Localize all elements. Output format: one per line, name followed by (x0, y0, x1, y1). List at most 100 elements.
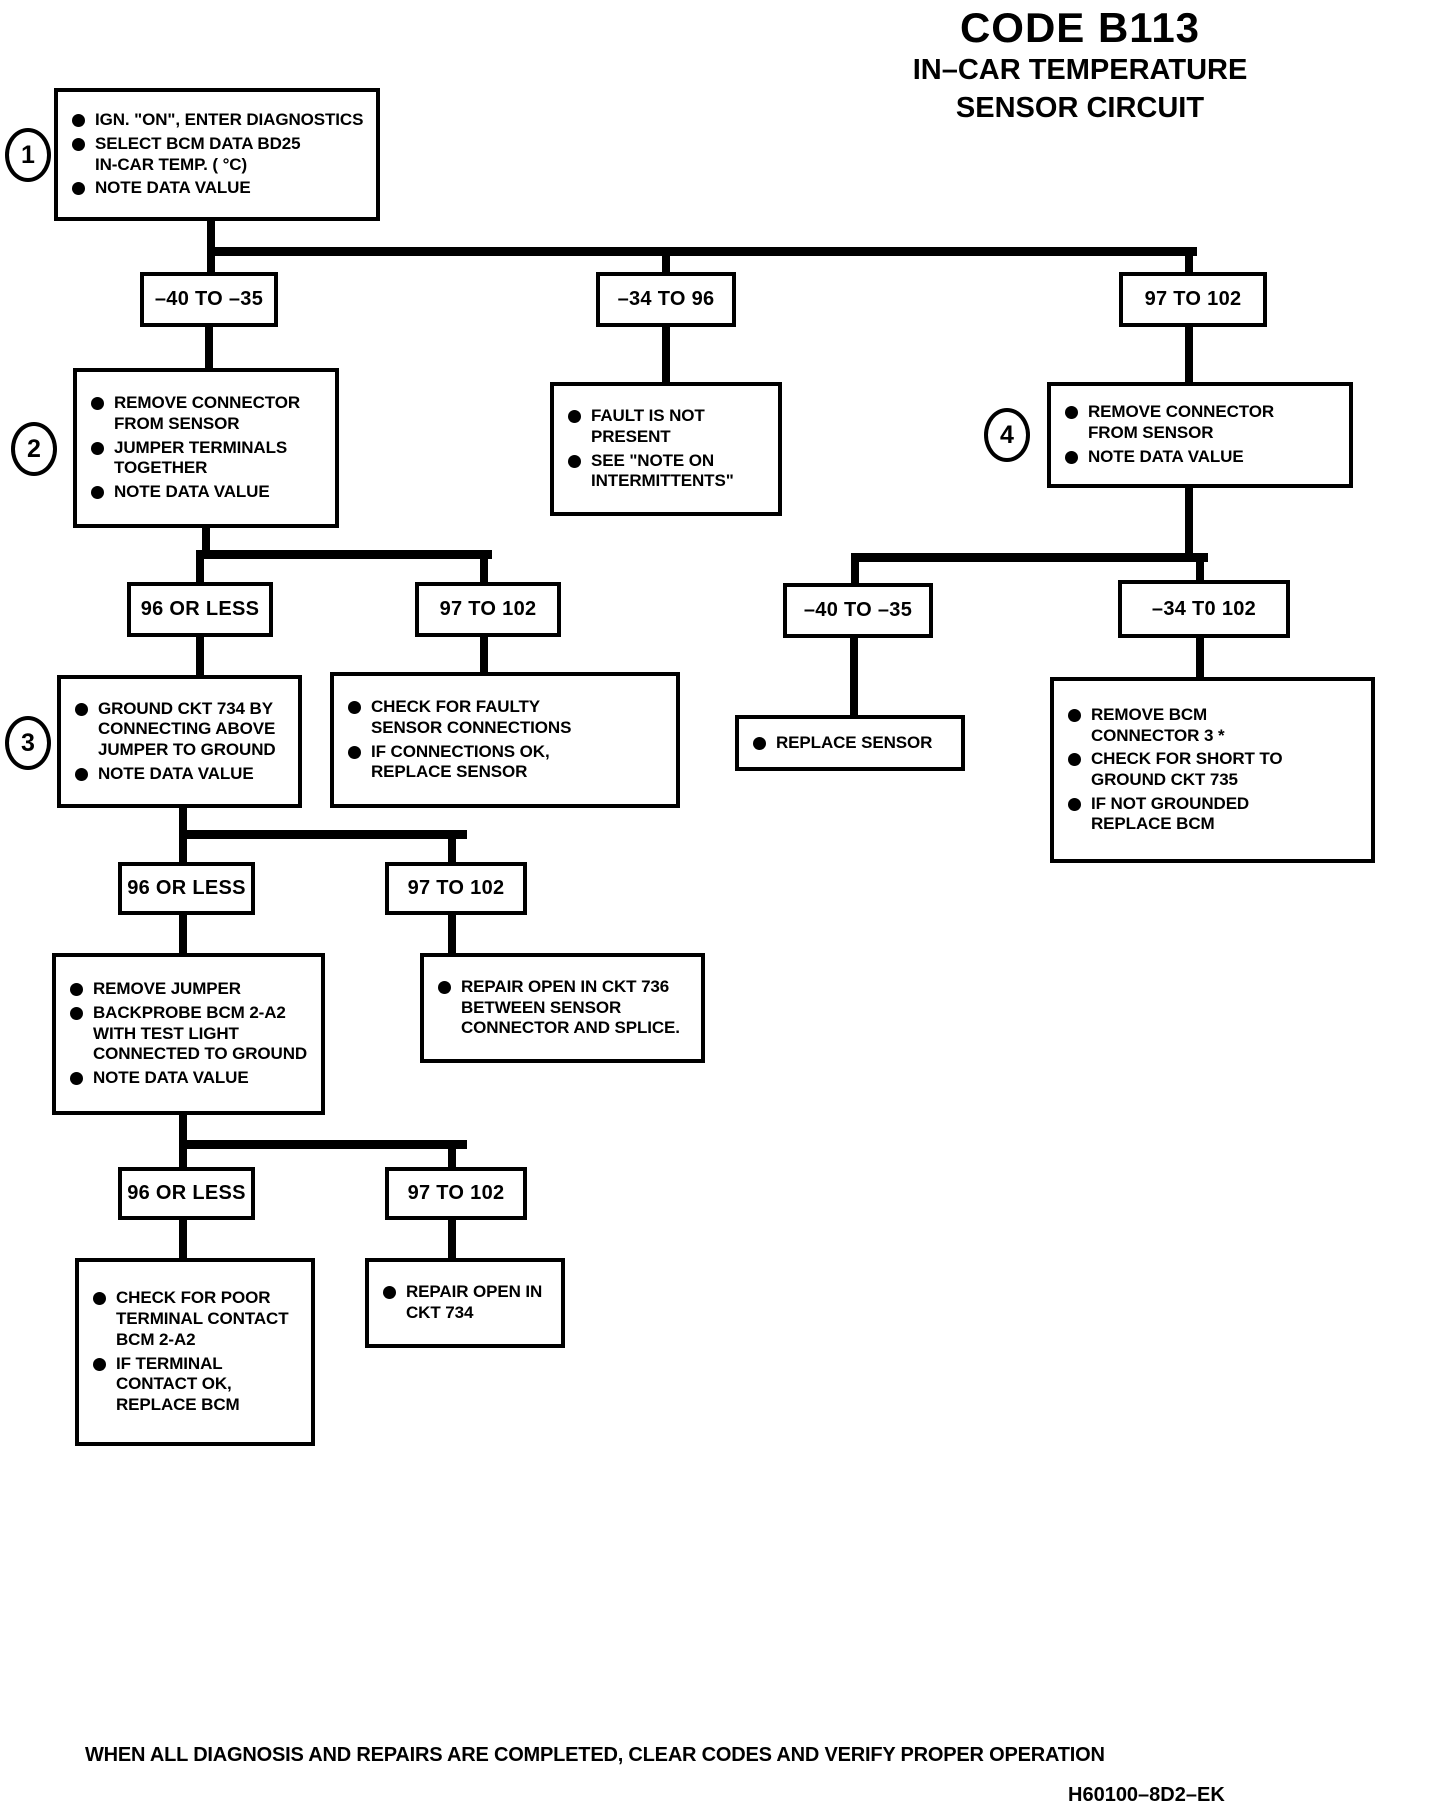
bullet-icon (72, 114, 85, 128)
box-remove-jumper-backprobe: REMOVE JUMPER BACKPROBE BCM 2-A2 WITH TE… (52, 953, 325, 1115)
bullet-icon (1065, 450, 1078, 464)
bullet-text: REPAIR OPEN IN CKT 736 BETWEEN SENSOR CO… (461, 976, 680, 1038)
box-poor-terminal-contact: CHECK FOR POOR TERMINAL CONTACT BCM 2-A2… (75, 1258, 315, 1446)
connector-line (851, 553, 1208, 562)
bullet-text: BACKPROBE BCM 2-A2 WITH TEST LIGHT CONNE… (93, 1002, 308, 1064)
connector-line (207, 221, 215, 272)
bullet-text: SELECT BCM DATA BD25 IN-CAR TEMP. ( °C) (95, 133, 301, 174)
bullet-text: REMOVE CONNECTOR FROM SENSOR (114, 393, 301, 433)
connector-line (179, 1140, 467, 1149)
bullet-icon (91, 441, 104, 455)
bullet-icon (91, 397, 104, 411)
connector-line (448, 833, 456, 862)
box-remove-bcm-connector: REMOVE BCM CONNECTOR 3 * CHECK FOR SHORT… (1050, 677, 1375, 863)
connector-line (851, 556, 859, 583)
bullet-icon (1068, 753, 1081, 767)
step-number: 3 (21, 728, 35, 757)
bullet-text: CHECK FOR SHORT TO GROUND CKT 735 (1091, 749, 1283, 789)
decision-97-to-102-t2: 97 TO 102 (415, 582, 561, 637)
connector-line (480, 637, 488, 672)
box-repair-open-ckt-736: REPAIR OPEN IN CKT 736 BETWEEN SENSOR CO… (420, 953, 705, 1063)
bullet-icon (348, 701, 361, 715)
connector-line (179, 1143, 187, 1167)
connector-line (205, 327, 213, 368)
bullet-icon (93, 1292, 106, 1306)
connector-line (196, 550, 492, 559)
bullet-text: CHECK FOR POOR TERMINAL CONTACT BCM 2-A2 (116, 1288, 289, 1349)
footer-note: WHEN ALL DIAGNOSIS AND REPAIRS ARE COMPL… (85, 1744, 1105, 1766)
step-circle-3: 3 (5, 716, 51, 770)
connector-line (179, 830, 467, 839)
connector-line (179, 1115, 187, 1149)
bullet-icon (75, 702, 88, 716)
bullet-text: IGN. "ON", ENTER DIAGNOSTICS (95, 110, 364, 130)
step-circle-2: 2 (11, 422, 57, 476)
bullet-text: SEE "NOTE ON INTERMITTENTS" (591, 450, 734, 491)
step-circle-4: 4 (984, 408, 1030, 462)
connector-line (179, 915, 187, 953)
step-circle-1: 1 (5, 128, 51, 182)
connector-line (1185, 327, 1193, 382)
bullet-text: REMOVE CONNECTOR FROM SENSOR (1088, 402, 1275, 443)
bullet-text: JUMPER TERMINALS TOGETHER (114, 437, 288, 478)
bullet-icon (70, 1072, 83, 1086)
decision-97-to-102-t3: 97 TO 102 (385, 862, 527, 915)
step-number: 2 (27, 434, 41, 463)
bullet-text: NOTE DATA VALUE (95, 178, 251, 198)
connector-line (1196, 638, 1204, 677)
bullet-icon (1068, 708, 1081, 722)
decision-neg34-t0-102: –34 T0 102 (1118, 580, 1290, 638)
connector-line (1185, 488, 1193, 562)
doc-number: H60100–8D2–EK (1068, 1784, 1225, 1806)
bullet-icon (93, 1357, 106, 1371)
bullet-text: REPLACE SENSOR (776, 732, 933, 752)
box-repair-open-ckt-734: REPAIR OPEN IN CKT 734 (365, 1258, 565, 1348)
connector-line (448, 1220, 456, 1258)
bullet-icon (568, 410, 581, 424)
bullet-text: REMOVE JUMPER (93, 979, 241, 999)
bullet-icon (568, 454, 581, 468)
bullet-text: GROUND CKT 734 BY CONNECTING ABOVE JUMPE… (98, 698, 276, 759)
bullet-text: NOTE DATA VALUE (93, 1068, 249, 1088)
connector-line (196, 553, 204, 582)
connector-line (1196, 556, 1204, 583)
bullet-text: NOTE DATA VALUE (98, 763, 254, 783)
box-fault-not-present: FAULT IS NOT PRESENT SEE "NOTE ON INTERM… (550, 382, 782, 516)
connector-line (850, 638, 858, 715)
decision-neg40-to-neg35: –40 TO –35 (140, 272, 278, 327)
decision-96-or-less-t3: 96 OR LESS (118, 862, 255, 915)
bullet-icon (383, 1286, 396, 1300)
connector-line (179, 808, 187, 839)
decision-96-or-less-t2: 96 OR LESS (127, 582, 273, 637)
bullet-icon (1068, 797, 1081, 811)
bullet-text: REPAIR OPEN IN CKT 734 (406, 1282, 543, 1322)
box-remove-connector-note-value: REMOVE CONNECTOR FROM SENSOR NOTE DATA V… (1047, 382, 1353, 488)
connector-line (448, 915, 456, 953)
bullet-icon (1065, 406, 1078, 420)
bullet-icon (72, 137, 85, 151)
decision-97-to-102-t4: 97 TO 102 (385, 1167, 527, 1220)
box-enter-diagnostics: IGN. "ON", ENTER DIAGNOSTICS SELECT BCM … (54, 88, 380, 221)
bullet-icon (438, 980, 451, 994)
bullet-text: NOTE DATA VALUE (1088, 446, 1244, 466)
box-jumper-terminals: REMOVE CONNECTOR FROM SENSOR JUMPER TERM… (73, 368, 339, 528)
bullet-text: IF CONNECTIONS OK, REPLACE SENSOR (371, 741, 550, 782)
connector-line (1185, 251, 1193, 272)
box-ground-ckt-734: GROUND CKT 734 BY CONNECTING ABOVE JUMPE… (57, 675, 302, 808)
connector-line (662, 327, 670, 382)
box-check-faulty-connections: CHECK FOR FAULTY SENSOR CONNECTIONS IF C… (330, 672, 680, 808)
bullet-text: FAULT IS NOT PRESENT (591, 406, 705, 446)
bullet-text: REMOVE BCM CONNECTOR 3 * (1091, 704, 1225, 745)
bullet-icon (70, 1006, 83, 1020)
bullet-icon (70, 983, 83, 997)
connector-line (662, 251, 670, 272)
bullet-icon (753, 736, 766, 750)
bullet-text: IF TERMINAL CONTACT OK, REPLACE BCM (116, 1353, 240, 1414)
connector-line (196, 637, 204, 675)
connector-line (480, 553, 488, 582)
box-replace-sensor: REPLACE SENSOR (735, 715, 965, 771)
bullet-icon (75, 767, 88, 781)
decision-96-or-less-t4: 96 OR LESS (118, 1167, 255, 1220)
connector-line (179, 833, 187, 862)
